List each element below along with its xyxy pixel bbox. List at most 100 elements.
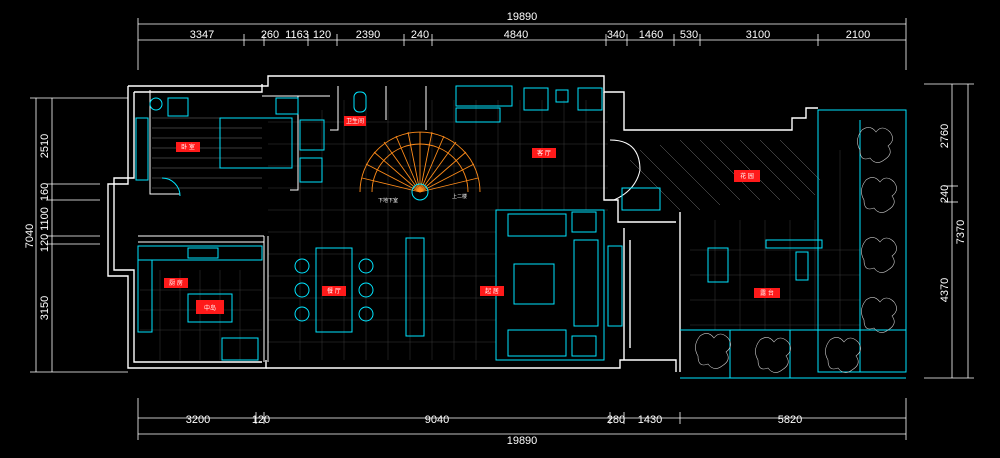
room-tag-bedroom-text: 卧 室 <box>181 143 195 151</box>
left-dim-segment: 160 <box>39 183 51 201</box>
armchair <box>577 87 603 111</box>
vanity <box>275 97 299 115</box>
bottom-overall-dim: 19890 <box>507 435 538 447</box>
bottom-dimension-lines <box>137 398 907 440</box>
top-overall-dim: 19890 <box>507 11 538 23</box>
top-dim-segment: 340 <box>607 29 625 41</box>
left-dim-segment: 1100 <box>39 207 51 231</box>
room-tag-kitchen-island-text: 中岛 <box>204 304 216 312</box>
kitchen-counter <box>137 259 153 333</box>
dining-table <box>315 247 353 333</box>
top-dim-segment: 3100 <box>746 29 770 41</box>
right-dim-segment: 2760 <box>939 124 951 148</box>
wardrobe <box>135 117 149 181</box>
stair-newel <box>411 183 429 201</box>
bench <box>795 251 809 281</box>
interior-walls <box>138 86 641 362</box>
sofa <box>573 239 599 327</box>
bottom-dimension-texts: 3200 120 9040 280 1430 5820 19890 <box>186 414 802 447</box>
bottom-dim-segment: 120 <box>252 414 270 426</box>
room-tag-terrace-text: 露 台 <box>760 289 774 297</box>
armchair <box>523 87 549 111</box>
room-tag-kitchen-island: 中岛 <box>196 300 224 314</box>
room-tag-living-up: 客 厅 <box>532 148 556 158</box>
spiral-staircase <box>359 131 481 193</box>
room-tag-garden: 花 园 <box>734 170 760 182</box>
left-overall-dim: 7040 <box>24 224 36 248</box>
dining-chair <box>358 306 374 322</box>
toilet <box>353 91 367 113</box>
left-dim-segment: 3150 <box>39 296 51 320</box>
left-dimension-lines <box>30 97 128 373</box>
entry-cabinet <box>621 187 661 211</box>
bottom-dim-segment: 1430 <box>638 414 662 426</box>
armchair <box>571 211 597 233</box>
sofa <box>507 213 567 237</box>
top-dim-segment: 2100 <box>846 29 870 41</box>
exterior-walls <box>107 75 818 372</box>
armchair <box>167 97 189 117</box>
room-tag-living-text: 起 居 <box>485 287 499 295</box>
side-table <box>149 97 163 111</box>
stair-down-label: 下地下室 <box>378 197 398 204</box>
stair-up-label: 上二楼 <box>452 193 467 200</box>
garden-border <box>817 109 907 373</box>
bottom-dim-segment: 3200 <box>186 414 210 426</box>
top-dim-segment: 260 <box>261 29 279 41</box>
right-dim-segment: 4370 <box>939 278 951 302</box>
room-tag-dining: 餐 厅 <box>322 286 346 296</box>
top-dim-segment: 240 <box>411 29 429 41</box>
tv-cabinet <box>455 85 513 107</box>
washbasin <box>299 157 323 183</box>
left-dim-segment: 2510 <box>39 134 51 158</box>
top-dim-segment: 530 <box>680 29 698 41</box>
top-dim-segment: 1163 <box>285 29 309 41</box>
room-tag-bath-text: 卫生间 <box>346 117 364 125</box>
living-room-area <box>495 209 605 361</box>
bench <box>765 239 823 249</box>
left-dim-segment: 120 <box>39 234 51 252</box>
top-dim-segment: 4840 <box>504 29 528 41</box>
right-dimension-lines <box>924 83 974 379</box>
room-tag-terrace: 露 台 <box>754 288 780 298</box>
dining-chair <box>358 258 374 274</box>
room-tag-bath: 卫生间 <box>344 116 366 126</box>
left-dimension-texts: 7040 2510 160 1100 120 3150 <box>24 134 51 320</box>
refrigerator <box>221 337 259 361</box>
room-tag-kitchen: 厨 房 <box>164 278 188 288</box>
sofa <box>507 329 567 357</box>
room-tag-garden-text: 花 园 <box>740 172 754 180</box>
top-dim-segment: 120 <box>313 29 331 41</box>
fireplace <box>607 245 623 327</box>
bottom-dim-segment: 9040 <box>425 414 449 426</box>
coffee-table <box>513 263 555 305</box>
kitchen-island <box>187 293 233 323</box>
room-tag-living: 起 居 <box>480 286 504 296</box>
room-tag-living-up-text: 客 厅 <box>537 149 551 157</box>
top-dim-segment: 3347 <box>190 29 214 41</box>
bed <box>219 117 293 169</box>
top-dim-segment: 2390 <box>356 29 380 41</box>
desk <box>455 107 501 123</box>
furniture <box>135 85 907 379</box>
room-tag-dining-text: 餐 厅 <box>327 287 341 295</box>
top-dim-segment: 1460 <box>639 29 663 41</box>
wood-floor-hatch <box>152 117 821 211</box>
dining-chair <box>294 306 310 322</box>
shower <box>299 119 325 151</box>
dining-chair <box>294 258 310 274</box>
garden-plants <box>695 127 897 373</box>
side-table <box>555 89 569 103</box>
top-dimension-lines <box>137 18 907 70</box>
right-dimension-texts: 2760 240 4370 7370 <box>939 124 967 302</box>
dining-chair <box>294 282 310 298</box>
room-tag-bedroom: 卧 室 <box>176 142 200 152</box>
right-dim-segment: 240 <box>939 185 951 203</box>
floor-tile-grid <box>140 100 860 360</box>
dining-chair <box>358 282 374 298</box>
kitchen-counter <box>137 245 263 261</box>
bottom-dim-segment: 5820 <box>778 414 802 426</box>
sideboard <box>405 237 425 337</box>
room-tags: 卧 室 卫生间 客 厅 厨 房 中岛 起 居 花 园 露 台 <box>164 116 780 314</box>
